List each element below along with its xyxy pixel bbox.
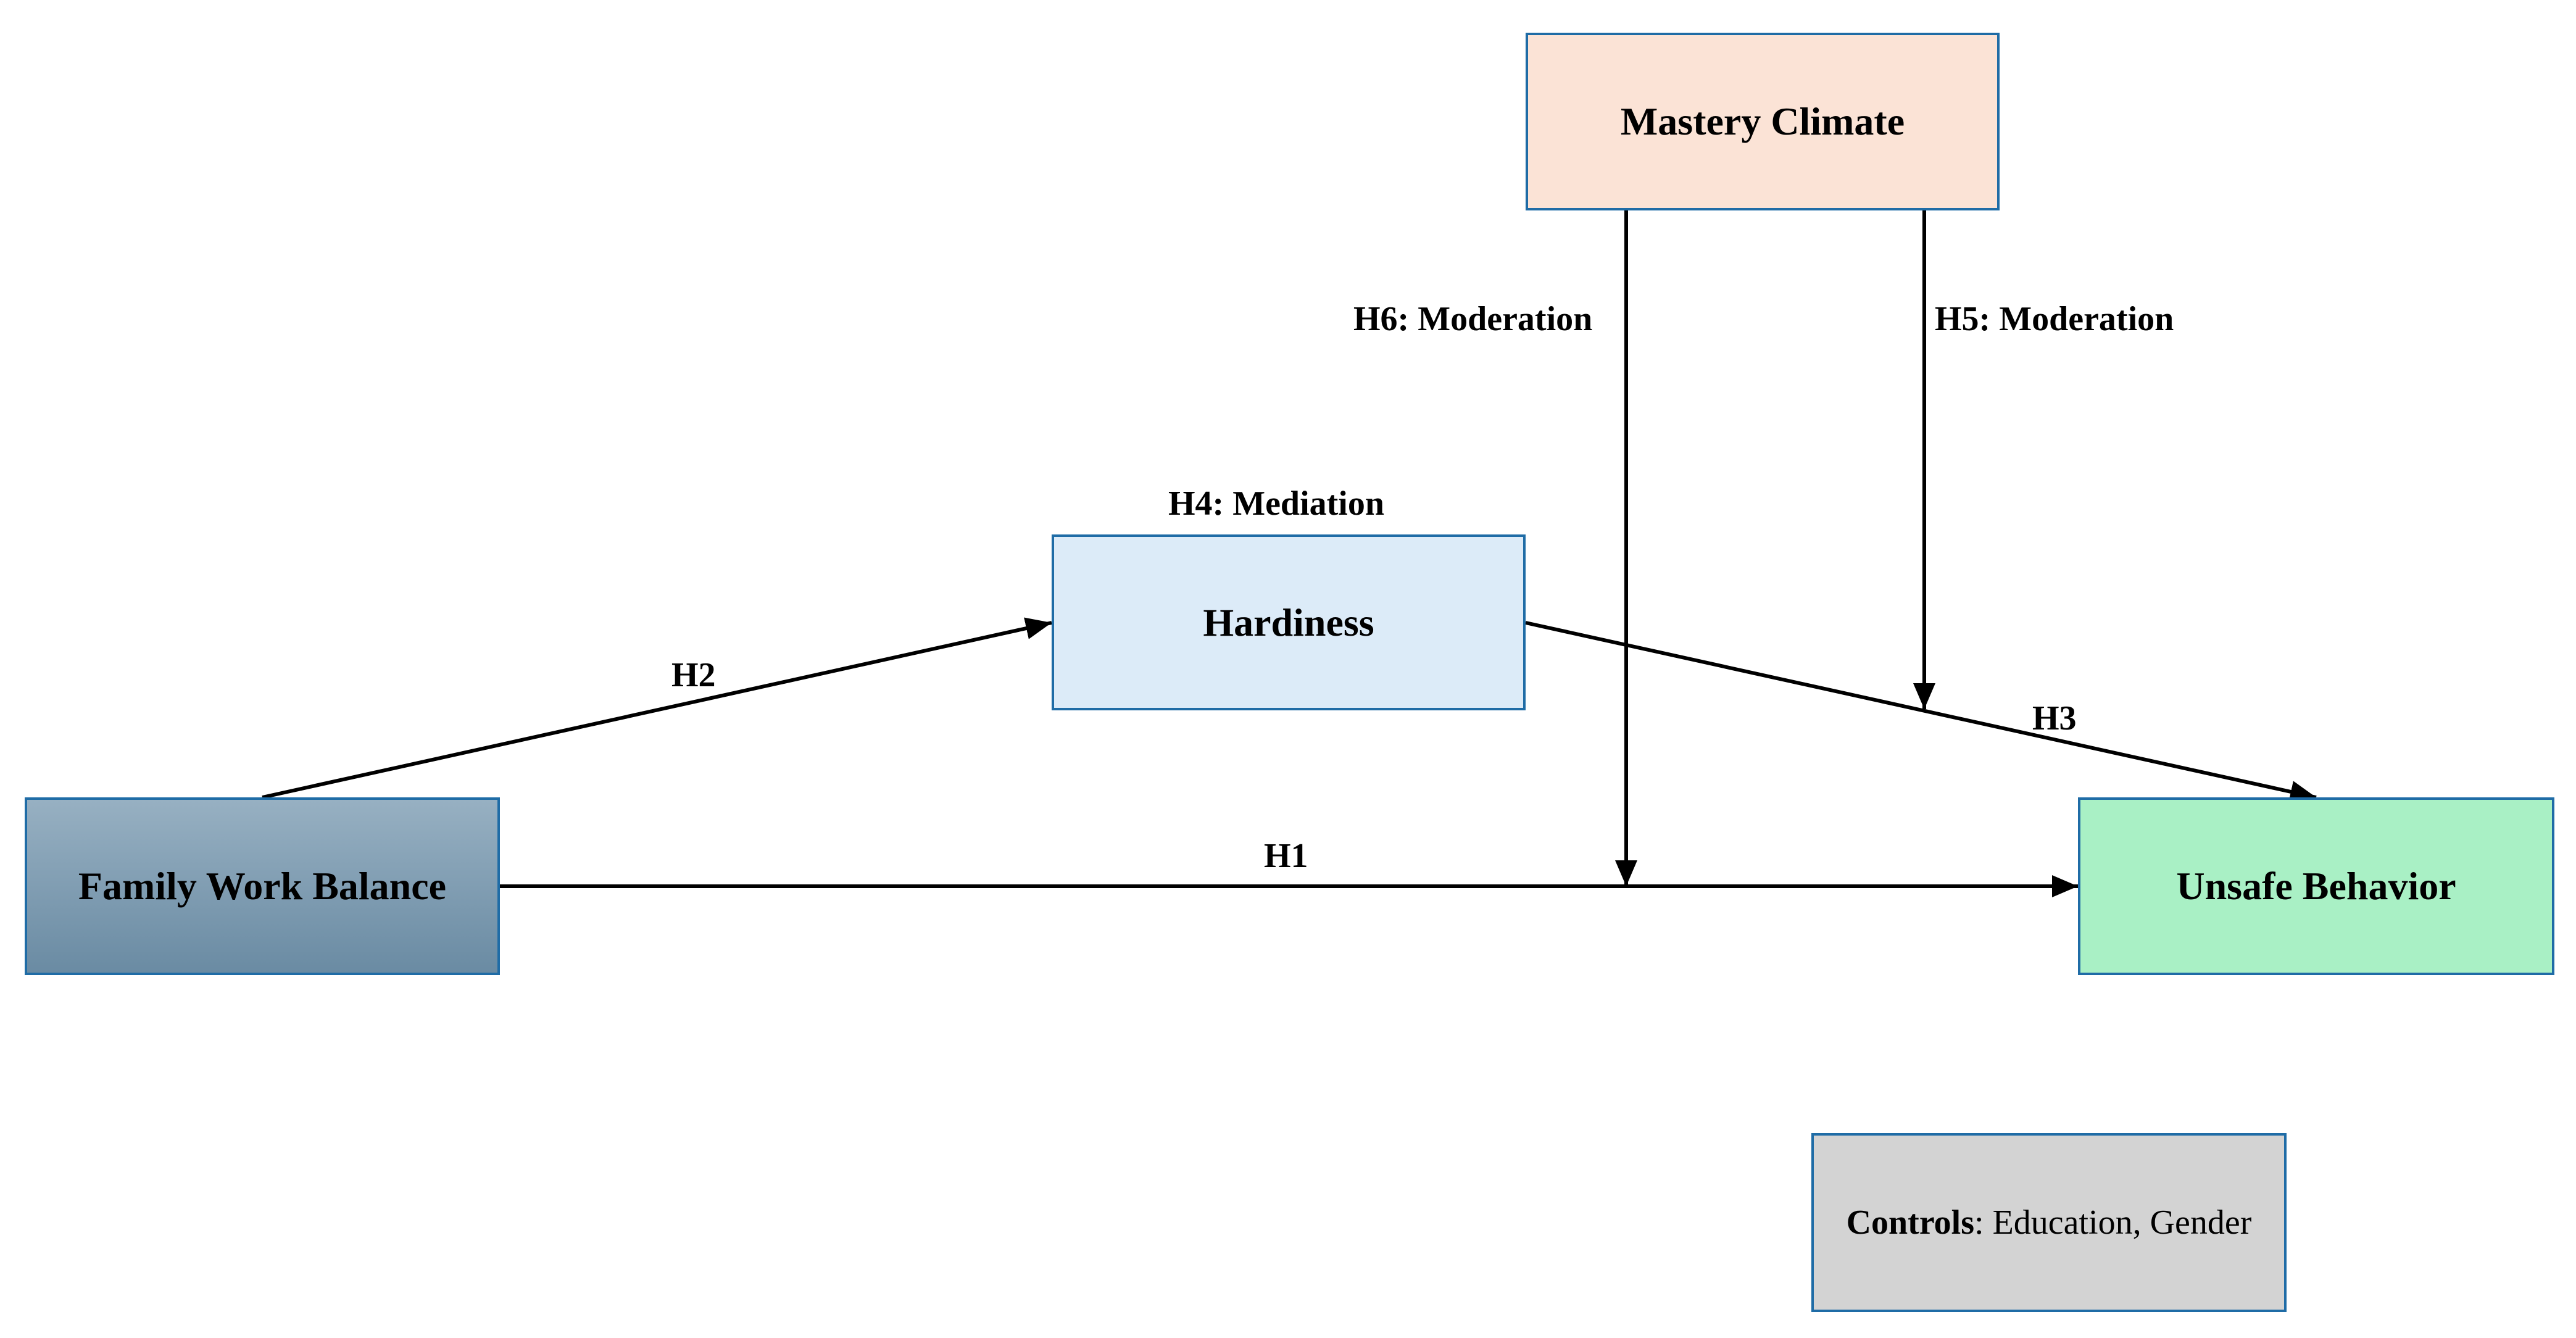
hardiness-label: Hardiness bbox=[1203, 600, 1374, 644]
h1-path-label: H1 bbox=[1264, 837, 1308, 875]
unsafe-behavior-label: Unsafe Behavior bbox=[2176, 864, 2456, 908]
h5-moderation-label: H5: Moderation bbox=[1935, 300, 2174, 338]
family-work-balance-label: Family Work Balance bbox=[78, 864, 447, 908]
arrow-h3 bbox=[1525, 621, 2317, 803]
family-work-balance-box: Family Work Balance bbox=[25, 797, 500, 975]
unsafe-behavior-box: Unsafe Behavior bbox=[2078, 797, 2554, 975]
arrow-h2 bbox=[262, 617, 1052, 799]
controls-variables: : Education, Gender bbox=[1974, 1203, 2252, 1242]
controls-box: Controls: Education, Gender bbox=[1811, 1133, 2287, 1312]
controls-heading: Controls bbox=[1846, 1203, 1975, 1242]
h4-mediation-label: H4: Mediation bbox=[1168, 484, 1384, 523]
h3-path-label: H3 bbox=[2032, 699, 2077, 738]
controls-text-line: Controls: Education, Gender bbox=[1847, 1200, 2252, 1245]
h2-path-label: H2 bbox=[671, 656, 716, 694]
mastery-climate-label: Mastery Climate bbox=[1620, 99, 1905, 143]
hardiness-box: Hardiness bbox=[1052, 534, 1526, 710]
h6-moderation-label: H6: Moderation bbox=[1353, 300, 1593, 338]
mastery-climate-box: Mastery Climate bbox=[1526, 33, 2000, 210]
